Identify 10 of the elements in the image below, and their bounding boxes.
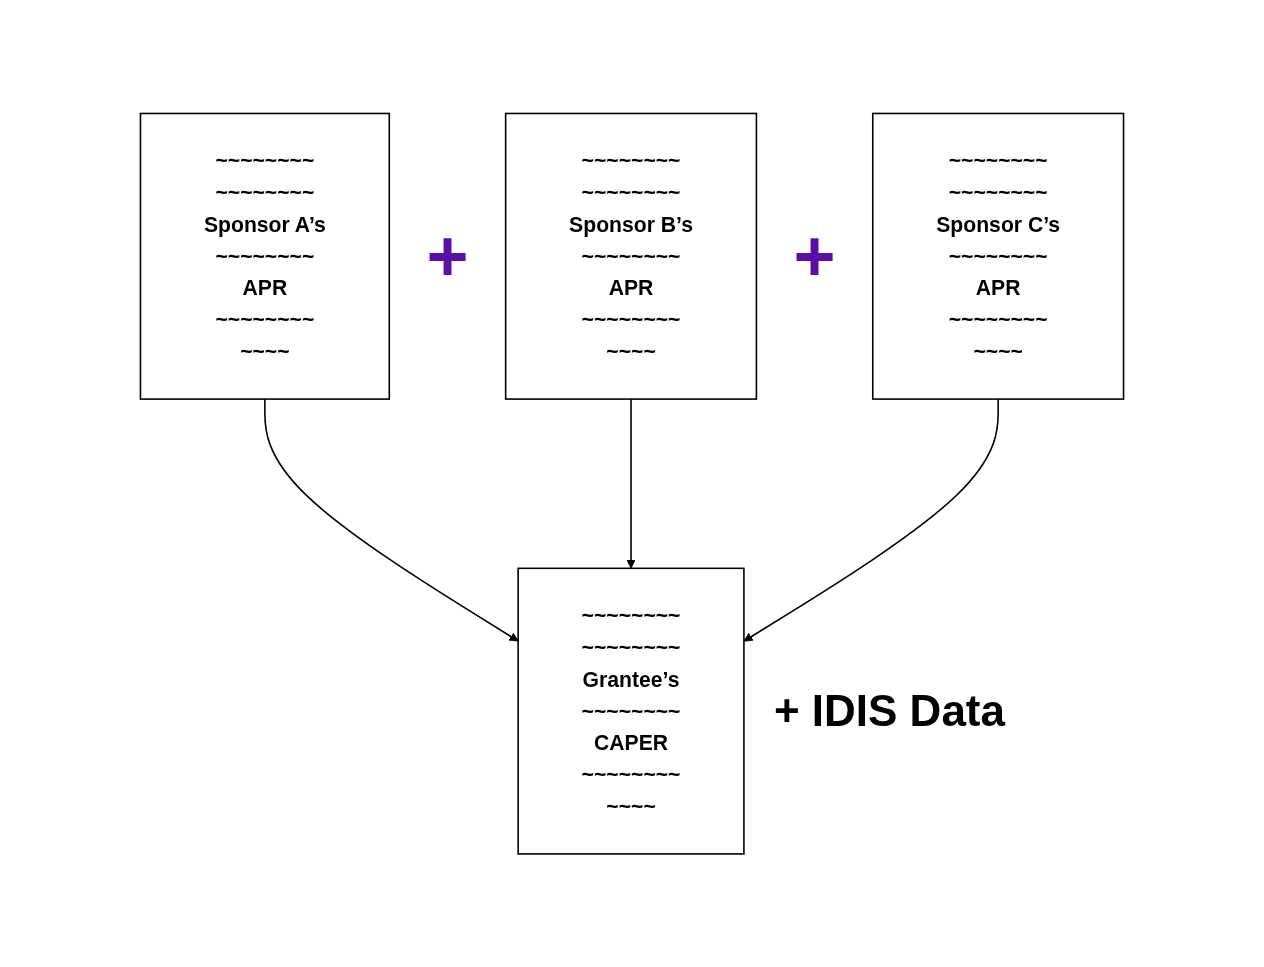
arrow: [743, 398, 999, 642]
node-box: ~~~~~~~~ ~~~~~~~~ Sponsor C’s ~~~~~~~~ APR ~~~~~~~~ ~~~~: [871, 112, 1125, 400]
node-box: ~~~~~~~~ ~~~~~~~~ Sponsor A’s ~~~~~~~~ APR ~~~~~~~~ ~~~~: [139, 112, 391, 400]
plus-sign: +: [426, 215, 469, 298]
plus-sign: +: [793, 215, 836, 298]
arrow: [264, 398, 519, 642]
arrow: [626, 398, 636, 569]
node-box: ~~~~~~~~ ~~~~~~~~ Grantee’s ~~~~~~~~ CAPER ~~~~~~~~ ~~~~: [517, 567, 745, 855]
node-box: ~~~~~~~~ ~~~~~~~~ Sponsor B’s ~~~~~~~~ APR ~~~~~~~~ ~~~~: [504, 112, 758, 400]
note-text: + IDIS Data: [773, 685, 1005, 736]
